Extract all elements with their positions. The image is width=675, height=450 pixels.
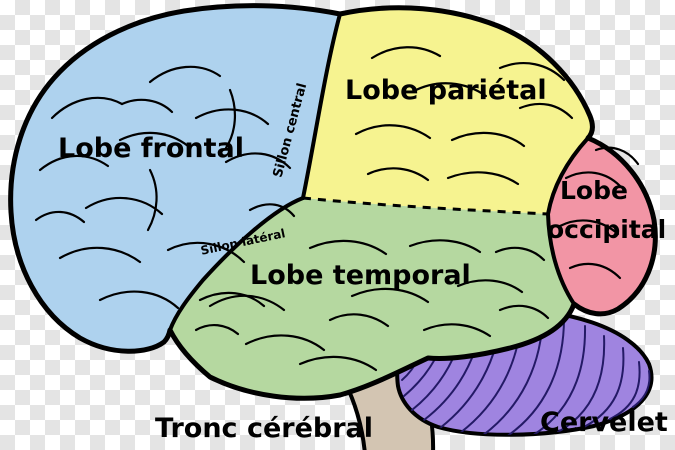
occipital-lobe-label-line1: Lobe	[560, 176, 628, 205]
parietal-lobe-shape	[303, 7, 593, 214]
parieto-temporal-dashed-line	[302, 196, 549, 216]
brainstem-label: Tronc cérébral	[155, 413, 373, 444]
frontal-gyri-lines	[34, 65, 296, 310]
occipital-gyri-lines	[558, 146, 640, 280]
lateral-sulcus-line	[168, 196, 305, 332]
cerebellum-label: Cervelet	[540, 407, 668, 438]
frontal-lobe-label: Lobe frontal	[58, 133, 244, 164]
occipital-lobe-label-line2: occipital	[547, 215, 666, 244]
parieto-occipital-boundary-line	[546, 136, 590, 216]
temporal-gyri-lines	[194, 239, 550, 372]
temporo-occipital-boundary-line	[546, 212, 576, 306]
central-sulcus-line	[301, 12, 342, 200]
temporal-lobe-label: Lobe temporal	[250, 260, 471, 291]
cerebrum-outline	[8, 3, 658, 401]
parietal-gyri-lines	[354, 46, 574, 186]
parietal-lobe-label: Lobe pariétal	[345, 75, 547, 106]
occipital-lobe-shape	[548, 138, 656, 314]
frontal-lobe-shape	[10, 5, 340, 352]
